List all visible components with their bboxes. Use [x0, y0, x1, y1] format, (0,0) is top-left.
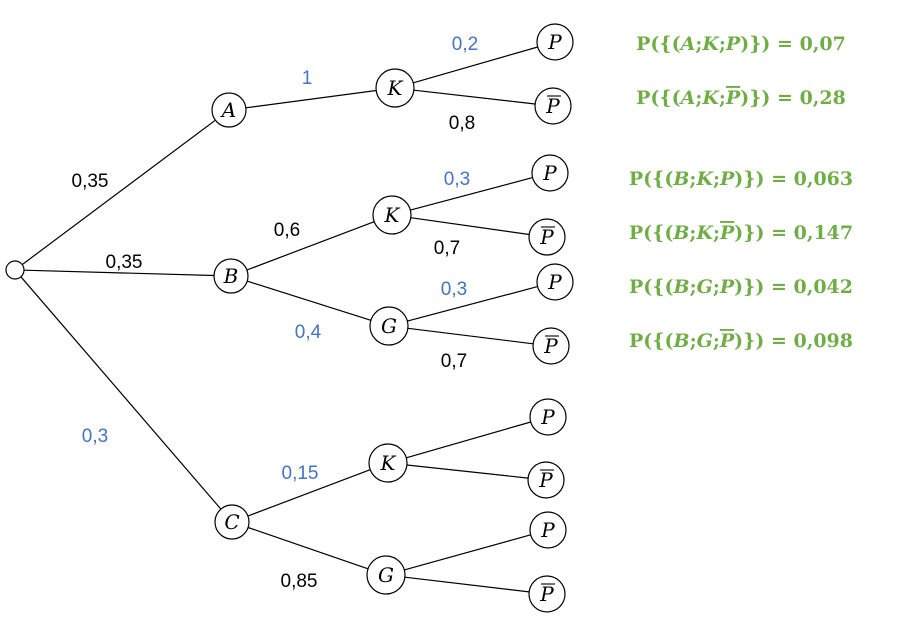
node-label: P — [547, 270, 562, 294]
node-circle — [214, 504, 250, 540]
node-BGP: P — [536, 263, 574, 301]
node-label: G — [378, 563, 394, 587]
branch-probability-AK-AKPb: 0,8 — [449, 113, 475, 134]
path-probability-1: P({(A;K;P)}) = 0,28 — [636, 87, 846, 109]
branch-probability-root-C: 0,3 — [82, 426, 108, 447]
branch-BG-BGP — [407, 286, 538, 322]
node-BG: G — [369, 306, 409, 346]
node-label: P — [543, 334, 558, 358]
node-CGP: P — [529, 511, 567, 549]
path-probability-4: P({(B;G;P)}) = 0,042 — [629, 276, 853, 298]
node-label: G — [381, 314, 397, 338]
node-BK: K — [372, 195, 412, 235]
node-C: C — [214, 504, 250, 540]
branch-probability-B-BK: 0,6 — [274, 220, 300, 241]
node-B: B — [213, 258, 249, 294]
branch-C-CG — [247, 526, 369, 570]
branch-probability-B-BG: 0,4 — [295, 322, 322, 343]
branch-probability-BG-BGP: 0,3 — [441, 279, 467, 300]
branch-probability-A-AK: 1 — [302, 68, 313, 89]
node-CK: K — [368, 443, 408, 483]
node-AK: K — [375, 68, 415, 108]
node-circle — [531, 154, 569, 192]
node-circle — [536, 263, 574, 301]
node-CKPb: P — [527, 461, 565, 499]
node-BGPb: P — [532, 327, 570, 365]
branch-probability-BK-BKP: 0,3 — [444, 169, 470, 190]
results-layer: P({(A;K;P)}) = 0,07P({(A;K;P)}) = 0,28P(… — [629, 33, 853, 352]
edge-labels-layer: 0,35 0,35 0,3 1 0,6 0,4 0,15 0,85 0,2 0,8 0,3 0,7 0,… — [72, 34, 479, 592]
branch-A-AK — [245, 89, 377, 109]
node-circle — [375, 68, 415, 108]
node-CG: G — [366, 555, 406, 595]
node-label: K — [380, 451, 397, 475]
node-AKP: P — [536, 23, 574, 61]
branch-probability-BG-BGPb: 0,7 — [441, 351, 467, 372]
branch-AK-AKPb — [413, 89, 536, 105]
path-probability-3: P({(B;K;P)}) = 0,147 — [629, 222, 853, 244]
node-circle — [372, 195, 412, 235]
branch-CG-CGPb — [404, 576, 530, 593]
node-label: P — [542, 161, 557, 185]
node-label: P — [539, 225, 554, 249]
branch-B-BG — [247, 280, 372, 321]
node-BKPb: P — [528, 218, 566, 256]
node-label: P — [540, 518, 555, 542]
branch-root-A — [21, 119, 216, 266]
node-circle — [369, 306, 409, 346]
branch-AK-AKP — [413, 46, 538, 84]
node-circle — [536, 23, 574, 61]
branch-probability-root-B: 0,35 — [106, 252, 143, 273]
branch-CK-CKP — [406, 421, 531, 459]
node-circle — [527, 461, 565, 499]
node-label: K — [384, 203, 401, 227]
edges-layer — [20, 46, 538, 593]
branch-probability-root-A: 0,35 — [72, 171, 109, 192]
node-circle — [528, 218, 566, 256]
branch-BK-BKP — [410, 177, 533, 211]
node-root — [5, 260, 25, 280]
node-A: A — [211, 92, 247, 128]
node-circle — [213, 258, 249, 294]
node-label: P — [547, 30, 562, 54]
branch-CG-CGP — [404, 534, 531, 571]
node-circle — [366, 555, 406, 595]
node-circle — [211, 92, 247, 128]
node-circle — [529, 511, 567, 549]
branch-BK-BKPb — [410, 217, 530, 236]
path-probability-0: P({(A;K;P)}) = 0,07 — [636, 33, 846, 55]
path-probability-5: P({(B;G;P)}) = 0,098 — [629, 330, 853, 352]
branch-C-CK — [247, 469, 371, 517]
node-CGPb: P — [528, 575, 566, 613]
node-circle — [529, 398, 567, 436]
branch-probability-BK-BKPb: 0,7 — [434, 238, 460, 259]
node-label: B — [223, 264, 239, 288]
node-label: A — [220, 98, 236, 122]
node-AKPb: P — [534, 87, 572, 125]
branch-root-C — [20, 276, 222, 510]
node-circle — [534, 87, 572, 125]
node-circle — [5, 260, 25, 280]
node-label: P — [540, 405, 555, 429]
branch-root-B — [23, 269, 215, 277]
node-circle — [528, 575, 566, 613]
branch-probability-AK-AKP: 0,2 — [452, 34, 478, 55]
node-CKP: P — [529, 398, 567, 436]
node-label: P — [538, 468, 553, 492]
node-BKP: P — [531, 154, 569, 192]
node-label: K — [387, 76, 404, 100]
node-label: C — [224, 510, 239, 534]
node-circle — [368, 443, 408, 483]
node-circle — [532, 327, 570, 365]
branch-probability-C-CG: 0,85 — [281, 571, 318, 592]
node-label: P — [539, 582, 554, 606]
path-probability-2: P({(B;K;P)}) = 0,063 — [629, 168, 853, 190]
branch-B-BK — [246, 221, 375, 271]
branch-CK-CKPb — [406, 464, 529, 479]
branch-BG-BGPb — [407, 327, 534, 345]
node-label: P — [545, 94, 560, 118]
branch-probability-C-CK: 0,15 — [282, 463, 319, 484]
